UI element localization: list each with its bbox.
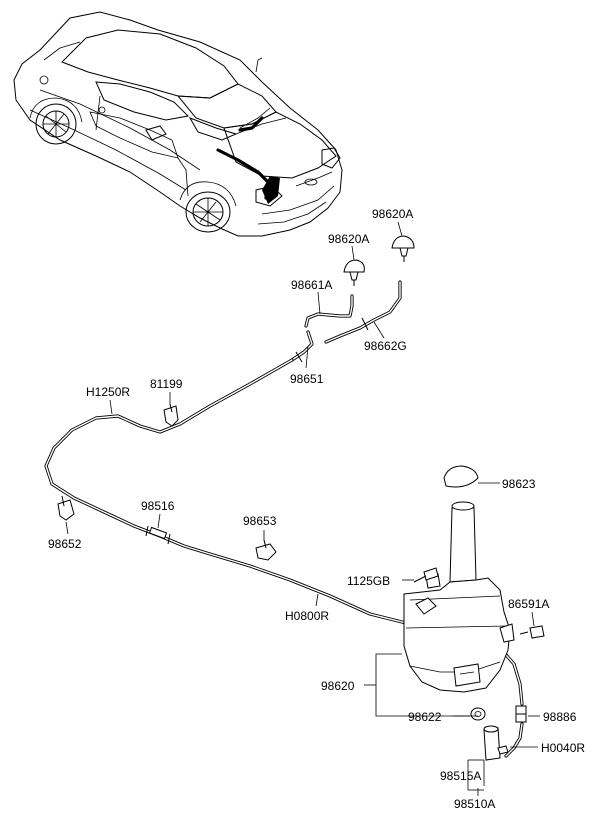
washer-pump (483, 725, 509, 761)
label-98620: 98620 (321, 679, 355, 693)
leader-lines (65, 221, 540, 796)
label-98515A: 98515A (440, 769, 481, 783)
label-98662G: 98662G (364, 339, 407, 353)
car-illustration (13, 11, 343, 237)
label-98620A-lower: 98620A (328, 232, 369, 246)
washer-reservoir (403, 465, 515, 693)
label-98623: 98623 (502, 477, 536, 491)
part-labels: 98620A 98620A 98661A 98662G 98651 H1250R… (48, 207, 585, 811)
label-98651: 98651 (290, 372, 324, 386)
bolt-1125GB (413, 567, 439, 583)
label-98516: 98516 (141, 499, 175, 513)
label-98652: 98652 (48, 537, 82, 551)
label-H0040R: H0040R (541, 741, 585, 755)
nozzle-upper (391, 235, 415, 262)
label-H0800R: H0800R (285, 609, 329, 623)
label-1125GB: 1125GB (347, 574, 390, 588)
bolt-86591A (519, 625, 545, 639)
clip-98653 (255, 539, 277, 561)
hose-98662G (324, 280, 402, 344)
label-86591A: 86591A (508, 597, 549, 611)
label-H1250R: H1250R (86, 385, 130, 399)
label-98661A: 98661A (291, 278, 332, 292)
clip-98652 (57, 495, 75, 521)
check-valve-98886 (515, 705, 527, 723)
label-98510A: 98510A (454, 797, 495, 811)
connector-98651 (290, 330, 314, 363)
label-98622: 98622 (408, 710, 442, 724)
label-98886: 98886 (543, 710, 577, 724)
label-81199: 81199 (150, 377, 183, 391)
clip-81199 (163, 403, 179, 427)
hose-H0040R (504, 722, 524, 758)
label-98653: 98653 (243, 514, 277, 528)
hose-98661A (304, 294, 354, 328)
label-98620A-upper: 98620A (372, 207, 413, 221)
nozzle-lower (343, 259, 365, 286)
grommet-98622 (470, 707, 486, 721)
